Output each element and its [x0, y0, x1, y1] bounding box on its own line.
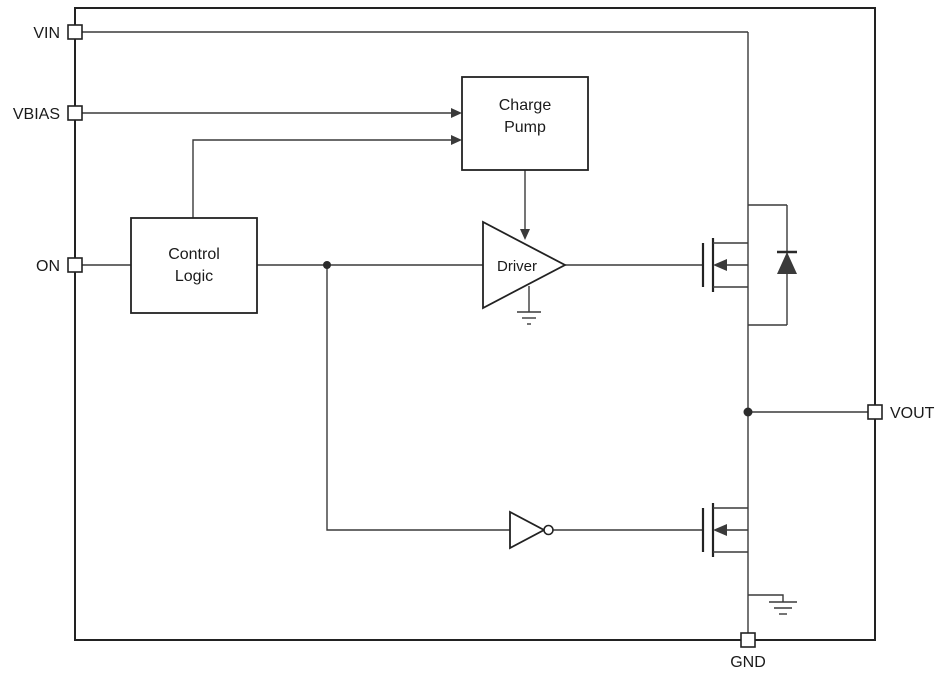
fet-ground-stub — [748, 594, 784, 602]
arrowhead-vbias — [451, 108, 462, 118]
wires — [82, 31, 868, 633]
fet-bottom-body-arrow — [713, 524, 727, 536]
pin-vbias: VBIAS — [13, 105, 83, 123]
pin-vout: VOUT — [867, 404, 935, 422]
charge-pump-label-line1: Charge — [499, 97, 552, 114]
body-diode-triangle — [777, 252, 797, 274]
pin-label-gnd: GND — [730, 654, 766, 671]
pin-on: ON — [36, 257, 83, 275]
junction-dot-branch — [323, 261, 331, 269]
inverter-symbol — [509, 510, 554, 550]
junction-dot-vout — [743, 407, 753, 417]
wire-branch-to-inverter — [326, 265, 510, 531]
control-logic-block: Control Logic — [130, 217, 258, 314]
control-logic-box — [130, 217, 258, 314]
fet-ground-symbol — [748, 594, 797, 615]
pass-fet-top — [701, 238, 748, 292]
control-logic-label-line2: Logic — [175, 268, 213, 285]
inverter-bubble — [543, 524, 554, 536]
pin-label-on: ON — [36, 258, 60, 275]
driver-triangle — [482, 220, 567, 310]
body-diode — [748, 204, 797, 326]
charge-pump-block: Charge Pump — [461, 76, 589, 171]
driver-block: Driver — [482, 220, 567, 325]
pulldown-fet-bottom — [701, 503, 748, 557]
charge-pump-label-line2: Pump — [504, 119, 546, 136]
driver-label: Driver — [497, 258, 537, 275]
arrowhead-control-to-charge-pump — [451, 135, 462, 145]
fet-top-body-arrow — [713, 259, 727, 271]
pin-square-vout — [867, 404, 883, 420]
control-logic-label-line1: Control — [168, 246, 220, 263]
pin-vin: VIN — [33, 24, 83, 42]
wire-control-logic-to-charge-pump — [192, 139, 452, 218]
pin-label-vbias: VBIAS — [13, 106, 60, 123]
pin-label-vout: VOUT — [890, 405, 935, 422]
driver-ground-symbol — [517, 286, 541, 325]
pin-square-vin — [67, 24, 83, 40]
arrowhead-charge-pump-to-driver — [520, 229, 530, 240]
inverter-triangle — [509, 510, 546, 550]
charge-pump-box — [461, 76, 589, 171]
pin-label-vin: VIN — [33, 25, 60, 42]
pin-gnd: GND — [730, 632, 766, 671]
pin-square-vbias — [67, 105, 83, 121]
pin-square-gnd — [740, 632, 756, 648]
pin-square-on — [67, 257, 83, 273]
